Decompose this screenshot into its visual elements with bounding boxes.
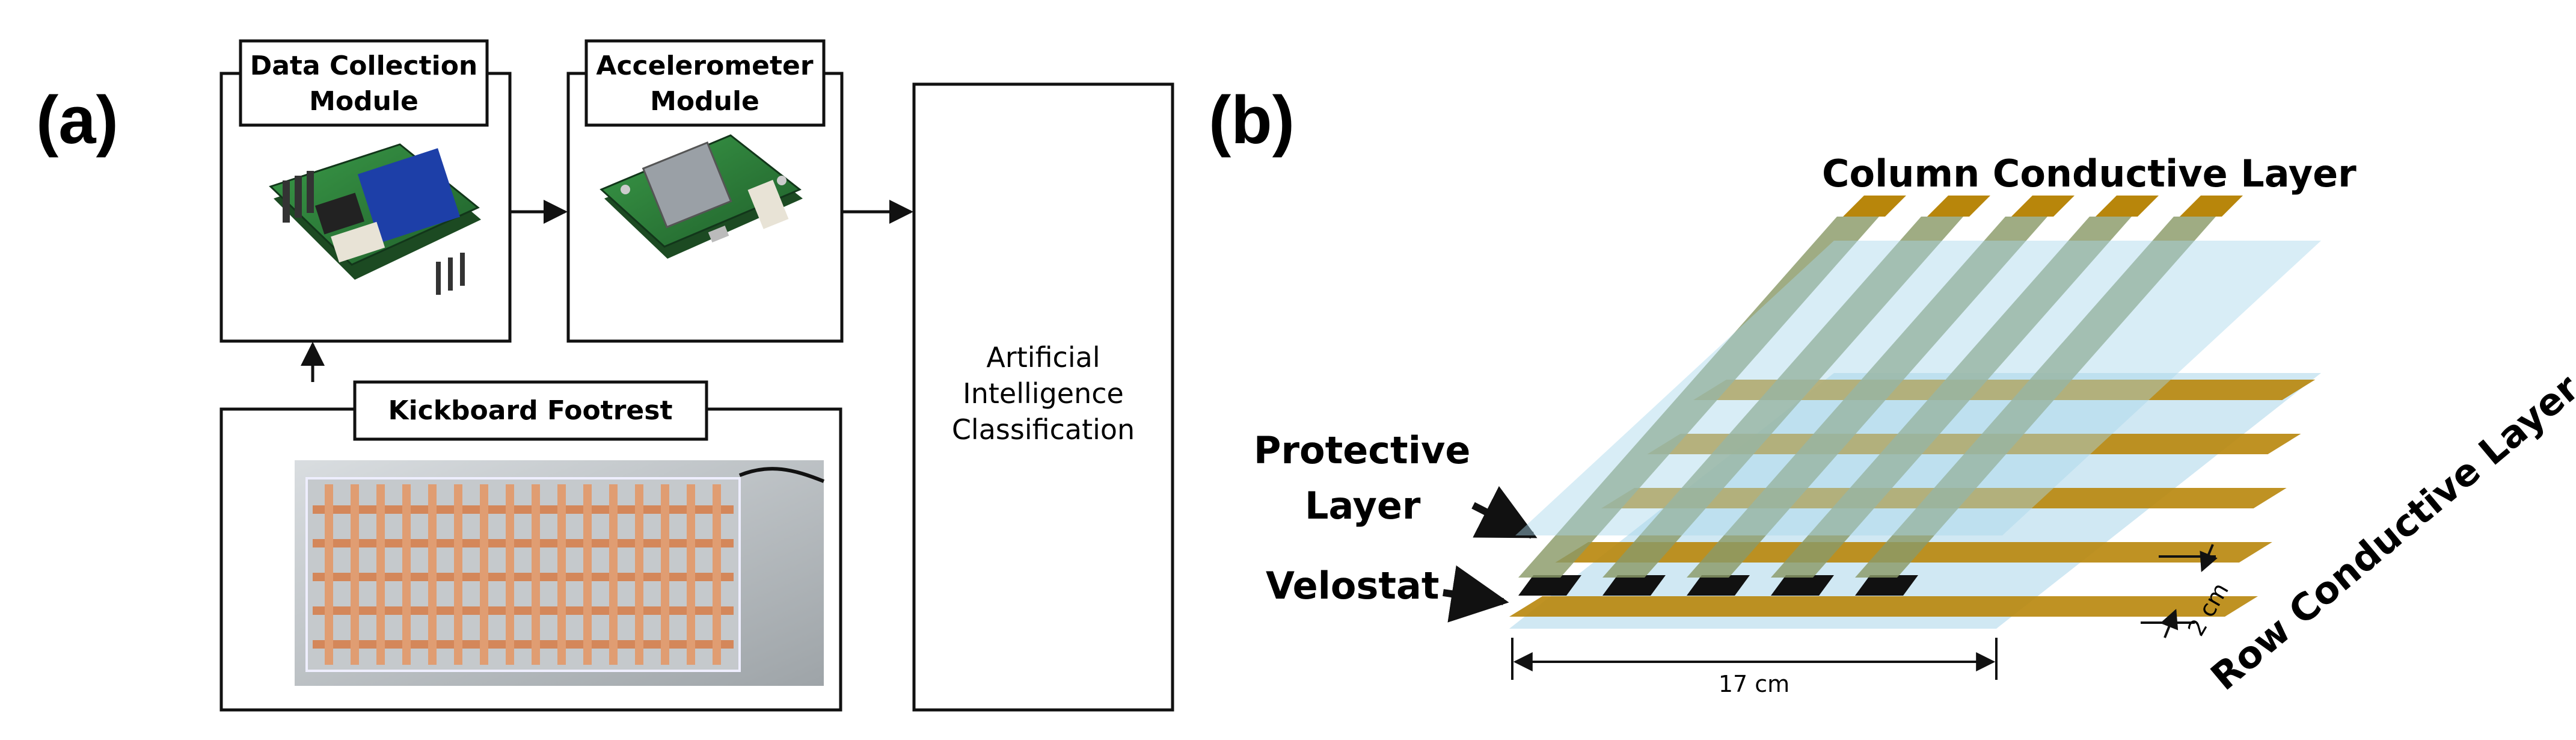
footrest-row-strip: [313, 573, 734, 581]
sensor-layer-stack: [1509, 196, 2321, 629]
velostat-arrow: [1443, 565, 1509, 623]
footrest-col-strip: [402, 484, 411, 665]
column-strip-tab: [2011, 196, 2075, 217]
footrest-col-strip: [557, 484, 566, 665]
width-dimension: 17 cm: [1511, 638, 1998, 697]
data-collection-title-line1: Data Collection: [250, 51, 478, 81]
column-conductive-strip: [1518, 217, 1879, 578]
footrest-row-strip: [313, 640, 734, 649]
velostat-pad: [1518, 575, 1581, 596]
data-collection-pcb-image: [269, 143, 481, 295]
protective-layer-top: [1515, 241, 2321, 535]
footrest-col-strip: [583, 484, 592, 665]
column-conductive-strip: [1687, 217, 2047, 578]
footrest-col-strip: [480, 484, 488, 665]
accelerometer-title-line2: Module: [650, 86, 759, 117]
footrest-col-strip: [428, 484, 437, 665]
ai-label-line1: Artificial: [986, 341, 1100, 374]
column-conductive-strip: [1855, 217, 2216, 578]
panel-a-label: (a): [36, 82, 118, 158]
accelerometer-title-line1: Accelerometer: [596, 51, 813, 81]
row-conductive-strip: [1509, 596, 2258, 617]
velostat-pad: [1687, 575, 1750, 596]
data-collection-title-box: [239, 39, 489, 127]
footrest-col-strip: [325, 484, 333, 665]
protective-label-line2: Layer: [1305, 484, 1421, 528]
footrest-col-strip: [713, 484, 721, 665]
footrest-col-strip: [454, 484, 462, 665]
accelerometer-module: Accelerometer Module: [566, 39, 844, 343]
footrest-sensor-photo: [295, 460, 825, 686]
footrest-col-strip: [351, 484, 359, 665]
footrest-row-strip: [313, 606, 734, 615]
footrest-title-box: [353, 380, 708, 441]
footrest-title: Kickboard Footrest: [388, 395, 673, 426]
data-collection-module: Data Collection Module: [219, 39, 512, 343]
footrest-col-strip: [687, 484, 695, 665]
footrest-col-strip: [376, 484, 385, 665]
column-conductive-strip: [1602, 217, 1963, 578]
ai-label-line3: Classification: [952, 413, 1135, 446]
panel-b-label: (b): [1209, 82, 1295, 158]
footrest-col-strip: [609, 484, 618, 665]
width-dim-label: 17 cm: [1719, 671, 1789, 697]
accelerometer-pcb-image: [600, 134, 803, 259]
ai-classification-box: Artificial Intelligence Classification: [912, 82, 1174, 712]
velostat-pad: [1602, 575, 1666, 596]
footrest-col-strip: [635, 484, 643, 665]
footrest-col-strip: [661, 484, 669, 665]
footrest-col-strip: [506, 484, 514, 665]
column-strip-tab: [2180, 196, 2243, 217]
kickboard-footrest: Kickboard Footrest: [219, 380, 842, 712]
column-conductive-strip: [1771, 217, 2132, 578]
velostat-pad: [1855, 575, 1918, 596]
velostat-label: Velostat: [1266, 564, 1440, 608]
column-strip-tab: [1927, 196, 1990, 217]
column-strip-tab: [2096, 196, 2159, 217]
column-layer-label: Column Conductive Layer: [1822, 152, 2357, 196]
velostat-pad: [1771, 575, 1834, 596]
footrest-col-strip: [532, 484, 540, 665]
protective-arrow: [1471, 486, 1538, 539]
accelerometer-title-box: [584, 39, 826, 127]
protective-label-line1: Protective: [1254, 428, 1470, 472]
footrest-row-strip: [313, 505, 734, 514]
ai-label-line2: Intelligence: [963, 377, 1124, 410]
footrest-row-strip: [313, 539, 734, 547]
data-collection-title-line2: Module: [309, 86, 419, 117]
column-strip-tab: [1843, 196, 1906, 217]
